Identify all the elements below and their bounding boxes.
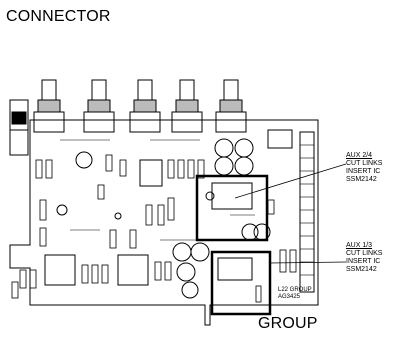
potentiometer-shafts — [33, 79, 247, 133]
connector-label: CONNECTOR — [6, 8, 111, 25]
aux24-title: AUX 2/4 — [346, 152, 373, 159]
aux13-line-1: CUT LINKS — [346, 250, 383, 257]
aux24-line-3: SSM2142 — [346, 176, 377, 183]
board-part-line-2: AG3425 — [278, 294, 301, 300]
board-part-line-1: L22 GROUP — [278, 287, 312, 293]
aux13-note: AUX 1/3 CUT LINKS INSERT IC SSM2142 — [346, 242, 382, 274]
board-part-number: L22 GROUP AG3425 — [278, 287, 312, 301]
group-label: GROUP — [258, 315, 318, 332]
aux13-title: AUX 1/3 — [346, 242, 373, 249]
aux24-note: AUX 2/4 CUT LINKS INSERT IC SSM2142 — [346, 152, 382, 184]
aux13-line-3: SSM2142 — [346, 266, 377, 273]
aux24-line-2: INSERT IC — [346, 168, 381, 175]
aux13-line-2: INSERT IC — [346, 258, 381, 265]
aux24-line-1: CUT LINKS — [346, 160, 383, 167]
